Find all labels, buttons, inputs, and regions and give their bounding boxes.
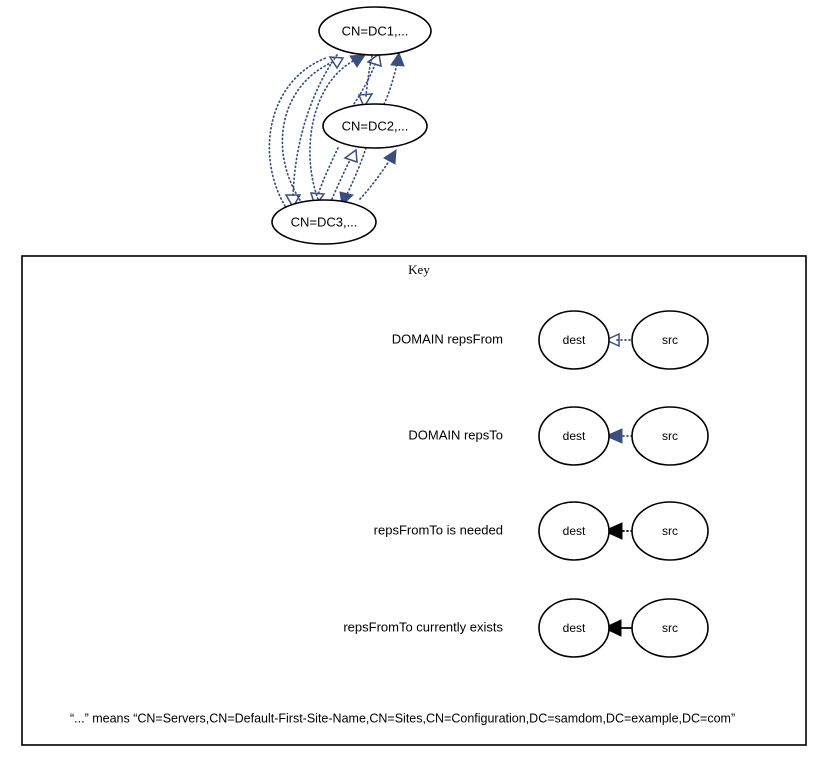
- key-src-label-4: src: [662, 621, 678, 635]
- edge-dc2-to-dc3-repsfrom: [309, 147, 339, 208]
- edge-dc3-to-dc2-repsto: [359, 149, 397, 200]
- key-title: Key: [408, 262, 430, 277]
- topology-graph: CN=DC1,... CN=DC2,... CN=DC3,...: [268, 6, 432, 245]
- node-dc2-label: CN=DC2,...: [342, 118, 409, 133]
- key-dest-label-2: dest: [563, 429, 586, 443]
- key-row-domain-reps-to: DOMAIN repsTo dest src: [408, 406, 709, 466]
- key-src-label-3: src: [662, 524, 678, 538]
- key-row-label-domain-reps-from: DOMAIN repsFrom: [392, 331, 503, 346]
- node-dc2[interactable]: CN=DC2,...: [322, 103, 428, 149]
- key-panel: Key DOMAIN repsFrom dest src DOMAIN reps…: [21, 255, 807, 746]
- key-row-label-reps-from-to-needed: repsFromTo is needed: [374, 522, 503, 537]
- node-dc3[interactable]: CN=DC3,...: [271, 199, 377, 245]
- key-src-label-1: src: [662, 333, 678, 347]
- edge-dc3-to-dc1-repsfrom: [281, 56, 345, 201]
- node-dc3-label: CN=DC3,...: [291, 214, 358, 229]
- key-border: [21, 255, 807, 746]
- key-footnote: “...” means “CN=Servers,CN=Default-First…: [70, 711, 735, 725]
- edge-dc3-to-dc1-repsto: [309, 54, 366, 200]
- edge-dc1-to-dc3-repsfrom: [284, 54, 338, 209]
- key-src-label-2: src: [662, 429, 678, 443]
- node-dc1[interactable]: CN=DC1,...: [318, 6, 432, 56]
- key-row-reps-from-to-exists: repsFromTo currently exists dest src: [343, 598, 709, 658]
- edge-dc3-to-dc1-secondary: [268, 57, 327, 207]
- key-row-label-domain-reps-to: DOMAIN repsTo: [408, 427, 503, 442]
- key-dest-label-3: dest: [563, 524, 586, 538]
- edge-dc2-to-dc1-repsto: [383, 51, 405, 105]
- key-dest-label-1: dest: [563, 333, 586, 347]
- key-row-label-reps-from-to-exists: repsFromTo currently exists: [343, 619, 503, 634]
- key-row-domain-reps-from: DOMAIN repsFrom dest src: [392, 310, 709, 370]
- edge-dc1-to-dc2-repsfrom: [357, 55, 374, 109]
- node-dc1-label: CN=DC1,...: [342, 23, 409, 38]
- key-dest-label-4: dest: [563, 621, 586, 635]
- key-row-reps-from-to-needed: repsFromTo is needed dest src: [374, 501, 709, 561]
- edge-dc2-to-dc1-repsfrom: [351, 52, 382, 108]
- edge-dc3-to-dc2-repsfrom: [331, 148, 358, 200]
